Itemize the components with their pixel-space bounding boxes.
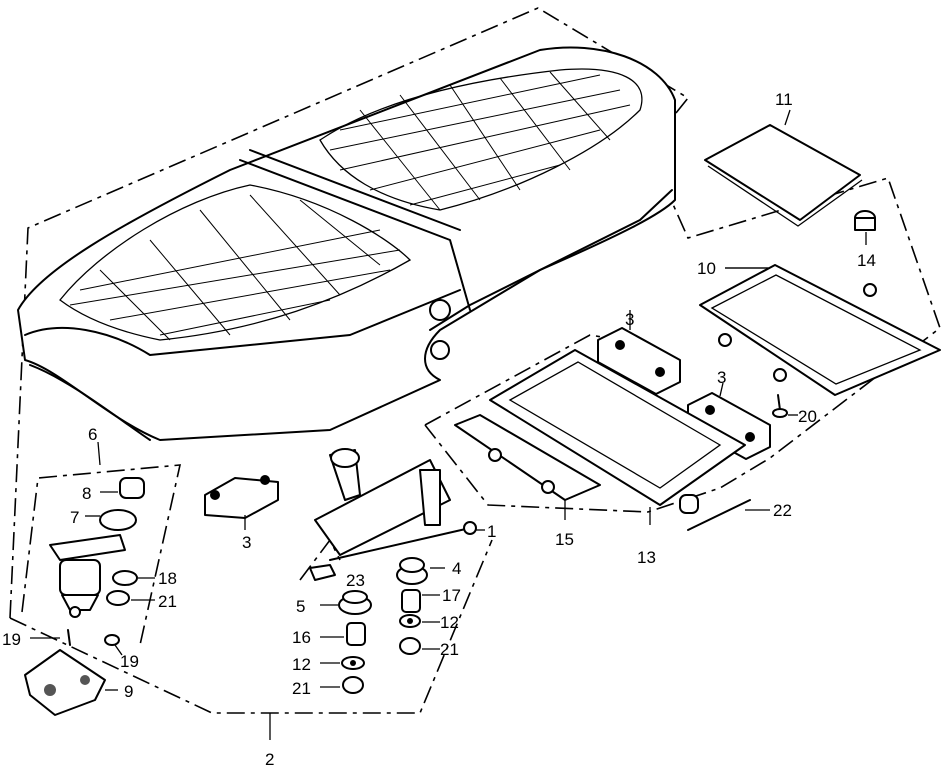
subgroup-6-outline: [21, 464, 182, 646]
label-23: 23: [346, 571, 365, 590]
part-5-grommet: [320, 590, 372, 615]
part-15-strap: [454, 414, 601, 520]
part-10-tray: [699, 264, 941, 396]
leader-6: [97, 441, 101, 466]
part-22-rod: [687, 499, 770, 531]
label-10: 10: [697, 259, 716, 278]
label-11: 11: [775, 90, 793, 109]
part-14-grommet: [854, 210, 876, 245]
label-3a: 3: [625, 310, 634, 329]
label-7: 7: [70, 508, 79, 527]
seat: [17, 46, 676, 441]
part-19-screw-b: [104, 634, 123, 656]
label-8: 8: [82, 484, 91, 503]
label-20: 20: [798, 407, 817, 426]
part-17-collar: [401, 589, 440, 613]
assembly-outline-bottom: [9, 539, 493, 714]
label-22: 22: [773, 501, 792, 520]
label-19a: 19: [2, 630, 21, 649]
label-12b: 12: [440, 613, 459, 632]
part-18-washer: [112, 570, 155, 586]
part-19-screw-a: [30, 629, 71, 646]
label-21c: 21: [440, 640, 459, 659]
label-13: 13: [637, 548, 656, 567]
part-7-bush: [85, 509, 137, 531]
label-21a: 21: [158, 592, 177, 611]
part-12-washer-b: [399, 614, 440, 628]
part-8-cap: [100, 477, 145, 499]
part-9-latch: [24, 649, 118, 716]
part-16-collar: [320, 622, 366, 646]
part-21-nut-a: [320, 676, 364, 694]
label-6: 6: [88, 425, 97, 444]
label-17: 17: [442, 586, 461, 605]
part-13-case: [489, 349, 746, 525]
label-9: 9: [124, 682, 133, 701]
label-12a: 12: [292, 655, 311, 674]
part-21-nut-b: [399, 637, 440, 655]
label-5: 5: [296, 597, 305, 616]
assembly-outline: [9, 7, 941, 619]
label-14: 14: [857, 251, 876, 270]
part-11-cover: [704, 109, 863, 227]
label-4: 4: [452, 559, 461, 578]
part-1-bracket: [314, 448, 485, 561]
label-19b: 19: [120, 652, 139, 671]
label-15: 15: [555, 530, 574, 549]
label-16: 16: [292, 628, 311, 647]
part-4-grommet: [396, 557, 445, 585]
label-3c: 3: [242, 533, 251, 552]
label-2: 2: [265, 750, 274, 769]
label-21b: 21: [292, 679, 311, 698]
part-3-block-c: [204, 475, 279, 530]
label-3b: 3: [717, 368, 726, 387]
part-12-washer-a: [320, 656, 365, 670]
part-23-clip: [309, 564, 336, 581]
label-1: 1: [487, 522, 496, 541]
lock-cylinder: [49, 534, 126, 618]
part-21-nut-c: [106, 590, 155, 606]
part-labels: 1 2 3 3 3 4 5 6 7 8 9 10 11 12 12 13 14 …: [2, 90, 876, 769]
label-18: 18: [158, 569, 177, 588]
part-20-screw: [772, 394, 798, 418]
